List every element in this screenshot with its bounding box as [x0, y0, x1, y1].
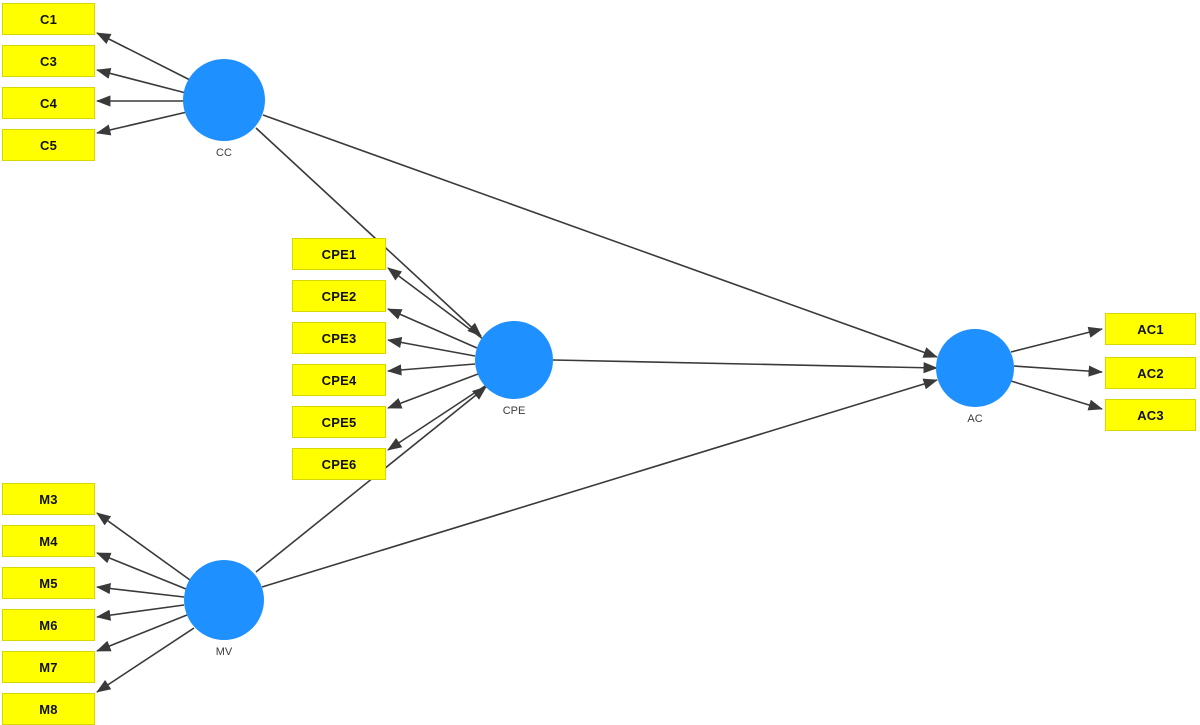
indicator-box-m4[interactable]: M4 — [2, 525, 95, 557]
indicator-box-c3[interactable]: C3 — [2, 45, 95, 77]
latent-node-cpe[interactable] — [475, 321, 553, 399]
indicator-box-m8[interactable]: M8 — [2, 693, 95, 725]
measurement-arrow-cc-to-c1 — [96, 32, 191, 81]
measurement-arrow-ac-to-ac1 — [1010, 326, 1103, 353]
indicator-box-ac1[interactable]: AC1 — [1105, 313, 1196, 345]
indicator-box-ac2[interactable]: AC2 — [1105, 357, 1196, 389]
measurement-arrow-ac-to-ac3 — [1010, 380, 1103, 411]
measurement-arrow-cpe-to-cpe2 — [387, 308, 478, 349]
latent-label-cc: CC — [216, 147, 232, 159]
indicator-box-m5[interactable]: M5 — [2, 567, 95, 599]
indicator-box-m3[interactable]: M3 — [2, 483, 95, 515]
indicator-box-c1[interactable]: C1 — [2, 3, 95, 35]
measurement-arrow-cpe-to-cpe4 — [387, 363, 476, 376]
latent-label-ac: AC — [967, 413, 983, 425]
latent-node-cc[interactable] — [183, 59, 265, 141]
structural-arrow-cc-to-cpe — [255, 127, 482, 337]
indicator-box-m6[interactable]: M6 — [2, 609, 95, 641]
latent-label-cpe: CPE — [502, 405, 526, 417]
indicator-box-cpe4[interactable]: CPE4 — [292, 364, 386, 396]
indicator-box-cpe6[interactable]: CPE6 — [292, 448, 386, 480]
measurement-arrow-cc-to-c5 — [96, 111, 188, 136]
measurement-arrow-mv-to-m3 — [96, 512, 191, 581]
measurement-arrow-mv-to-m7 — [96, 614, 188, 652]
indicator-box-cpe2[interactable]: CPE2 — [292, 280, 386, 312]
measurement-arrow-ac-to-ac2 — [1013, 365, 1103, 377]
indicator-box-cpe1[interactable]: CPE1 — [292, 238, 386, 270]
measurement-arrow-cpe-to-cpe6 — [387, 385, 486, 451]
measurement-arrow-mv-to-m8 — [96, 627, 195, 693]
measurement-arrow-mv-to-m6 — [96, 604, 185, 621]
indicator-box-m7[interactable]: M7 — [2, 651, 95, 683]
indicator-box-c4[interactable]: C4 — [2, 87, 95, 119]
measurement-arrow-mv-to-m5 — [96, 582, 185, 598]
indicator-box-cpe5[interactable]: CPE5 — [292, 406, 386, 438]
measurement-arrow-cpe-to-cpe5 — [387, 373, 479, 409]
indicator-box-c5[interactable]: C5 — [2, 129, 95, 161]
indicator-box-cpe3[interactable]: CPE3 — [292, 322, 386, 354]
measurement-arrow-mv-to-m4 — [96, 552, 187, 590]
structural-arrow-cpe-to-ac — [552, 359, 938, 374]
measurement-arrow-cpe-to-cpe1 — [387, 267, 484, 340]
latent-node-mv[interactable] — [184, 560, 264, 640]
measurement-arrow-cpe-to-cpe3 — [387, 336, 476, 357]
measurement-arrow-cc-to-c3 — [96, 67, 187, 94]
latent-label-mv: MV — [215, 646, 233, 658]
structural-arrow-cc-to-ac — [262, 114, 938, 358]
latent-node-ac[interactable] — [936, 329, 1014, 407]
measurement-paths-group — [96, 32, 1103, 693]
structural-paths-group — [255, 114, 938, 588]
structural-arrow-mv-to-ac — [261, 378, 938, 588]
indicator-box-ac3[interactable]: AC3 — [1105, 399, 1196, 431]
